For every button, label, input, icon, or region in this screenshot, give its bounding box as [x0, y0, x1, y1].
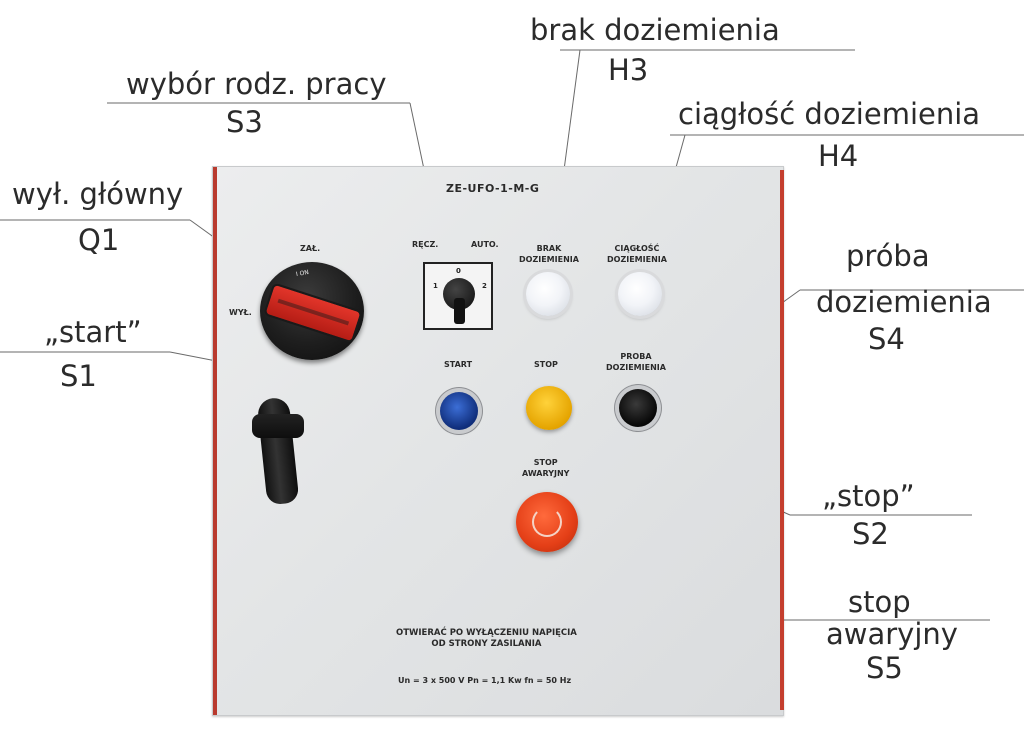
callout-s4-name-line2: doziemienia	[816, 285, 992, 319]
label-recz: RĘCZ.	[412, 240, 439, 249]
callout-s2-code: S2	[852, 517, 889, 551]
lamp-h4	[618, 272, 662, 316]
switch-mark: I ON	[295, 268, 310, 279]
label-wyl: WYŁ.	[229, 308, 252, 317]
label-proba-line1: PROBA	[620, 352, 652, 361]
emergency-stop-button-s5[interactable]	[516, 492, 578, 552]
warning-label: OTWIERAĆ PO WYŁĄCZENIU NAPIĘCIA OD STRON…	[396, 628, 577, 651]
callout-h4-name: ciągłość doziemienia	[678, 97, 981, 131]
control-panel	[212, 166, 784, 716]
label-zal: ZAŁ.	[300, 244, 321, 253]
spare-handle[interactable]	[252, 396, 304, 506]
callout-s3-code: S3	[226, 105, 263, 139]
label-estop-line1: STOP	[533, 458, 558, 467]
callout-s4-name-line1: próba	[846, 239, 930, 273]
callout-h4-code: H4	[818, 139, 859, 173]
selector-pos-1: 1	[433, 282, 438, 290]
test-button-s4[interactable]	[619, 389, 657, 427]
rotate-arrow-icon	[532, 507, 562, 537]
callout-s3-name: wybór rodz. pracy	[126, 67, 387, 101]
label-brak-doziemienia: BRAK DOZIEMIENIA	[519, 244, 579, 266]
lamp-h3	[526, 272, 570, 316]
label-auto: AUTO.	[471, 240, 499, 249]
panel-model-label: ZE-UFO-1-M-G	[446, 182, 540, 195]
callout-s1-code: S1	[60, 359, 97, 393]
label-start: START	[444, 360, 473, 369]
main-switch-handle[interactable]	[263, 282, 363, 344]
callout-s2-name: „stop”	[822, 479, 915, 513]
callout-h3-code: H3	[608, 53, 649, 87]
label-proba-line2: DOZIEMIENIA	[606, 362, 666, 372]
callout-q1-code: Q1	[78, 223, 120, 257]
selector-pos-0: 0	[456, 267, 461, 275]
callout-s4-code: S4	[868, 322, 905, 356]
spare-handle-body	[256, 396, 300, 506]
callout-s5-name-line2: awaryjny	[826, 617, 958, 651]
main-switch-q1[interactable]: I ON	[260, 262, 364, 360]
callout-s1-name: „start”	[44, 315, 142, 349]
label-stop-awaryjny: STOP AWARYJNY	[522, 458, 569, 480]
label-brak-line1: BRAK	[536, 244, 562, 253]
label-ciaglosc-line2: DOZIEMIENIA	[607, 254, 667, 264]
callout-h3-name: brak doziemienia	[530, 13, 780, 47]
callout-s5-code: S5	[866, 651, 903, 685]
stop-button-s2[interactable]	[526, 386, 572, 430]
spare-handle-wing	[252, 414, 304, 438]
start-button-s1[interactable]	[440, 392, 478, 430]
selector-pos-2: 2	[482, 282, 487, 290]
callout-s5-name-line1: stop	[848, 585, 911, 619]
label-estop-line2: AWARYJNY	[522, 468, 570, 478]
selector-pointer	[454, 298, 465, 324]
label-brak-line2: DOZIEMIENIA	[519, 254, 579, 264]
rating-label: Un = 3 x 500 V Pn = 1,1 Kw fn = 50 Hz	[398, 676, 572, 685]
label-proba-doziemienia: PROBA DOZIEMIENIA	[606, 352, 666, 374]
warning-line2: OD STRONY ZASILANIA	[431, 639, 542, 650]
callout-q1-name: wył. główny	[12, 177, 184, 211]
label-ciaglosc-doziemienia: CIĄGŁOŚĆ DOZIEMIENIA	[607, 244, 667, 266]
warning-line1: OTWIERAĆ PO WYŁĄCZENIU NAPIĘCIA	[396, 628, 577, 638]
label-ciaglosc-line1: CIĄGŁOŚĆ	[614, 244, 660, 253]
mode-selector-s3[interactable]: 0 1 2	[423, 262, 493, 330]
panel-side-edge	[780, 170, 784, 710]
label-stop: STOP	[534, 360, 558, 369]
